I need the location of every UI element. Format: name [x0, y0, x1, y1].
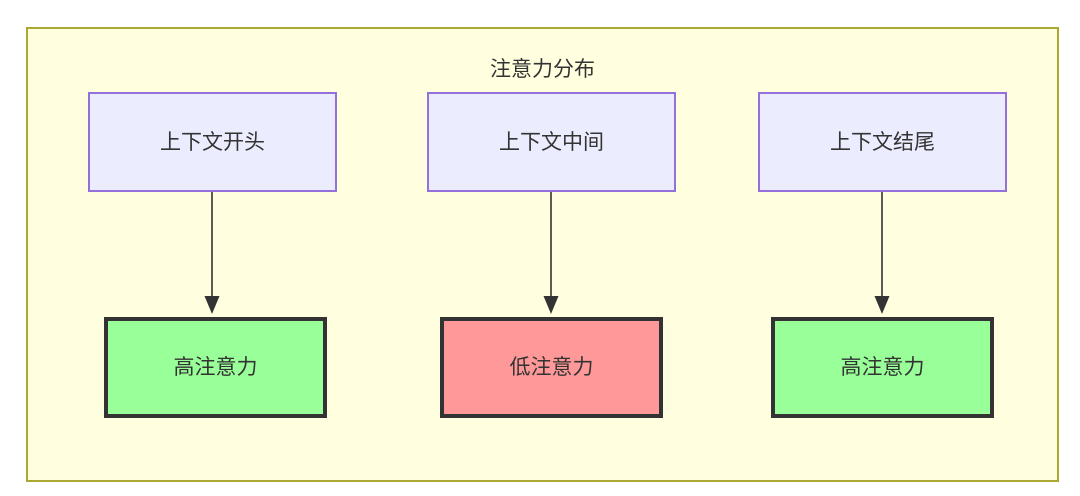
- node-high-attention-start[interactable]: 高注意力: [104, 317, 327, 418]
- node-context-middle[interactable]: 上下文中间: [427, 92, 676, 192]
- edge-context-start-to-high-attention: [199, 192, 225, 315]
- node-low-attention-middle[interactable]: 低注意力: [440, 317, 663, 418]
- node-high-attention-end[interactable]: 高注意力: [771, 317, 994, 418]
- node-label: 上下文开头: [160, 130, 265, 154]
- node-context-start[interactable]: 上下文开头: [88, 92, 337, 192]
- node-label: 低注意力: [509, 356, 594, 379]
- node-label: 高注意力: [840, 356, 925, 379]
- node-label: 上下文中间: [499, 130, 604, 154]
- node-label: 上下文结尾: [830, 130, 935, 154]
- diagram-title: 注意力分布: [490, 58, 595, 81]
- edge-context-middle-to-low-attention: [538, 192, 564, 315]
- node-label: 高注意力: [173, 356, 258, 379]
- edge-context-end-to-high-attention: [869, 192, 895, 315]
- node-context-end[interactable]: 上下文结尾: [758, 92, 1007, 192]
